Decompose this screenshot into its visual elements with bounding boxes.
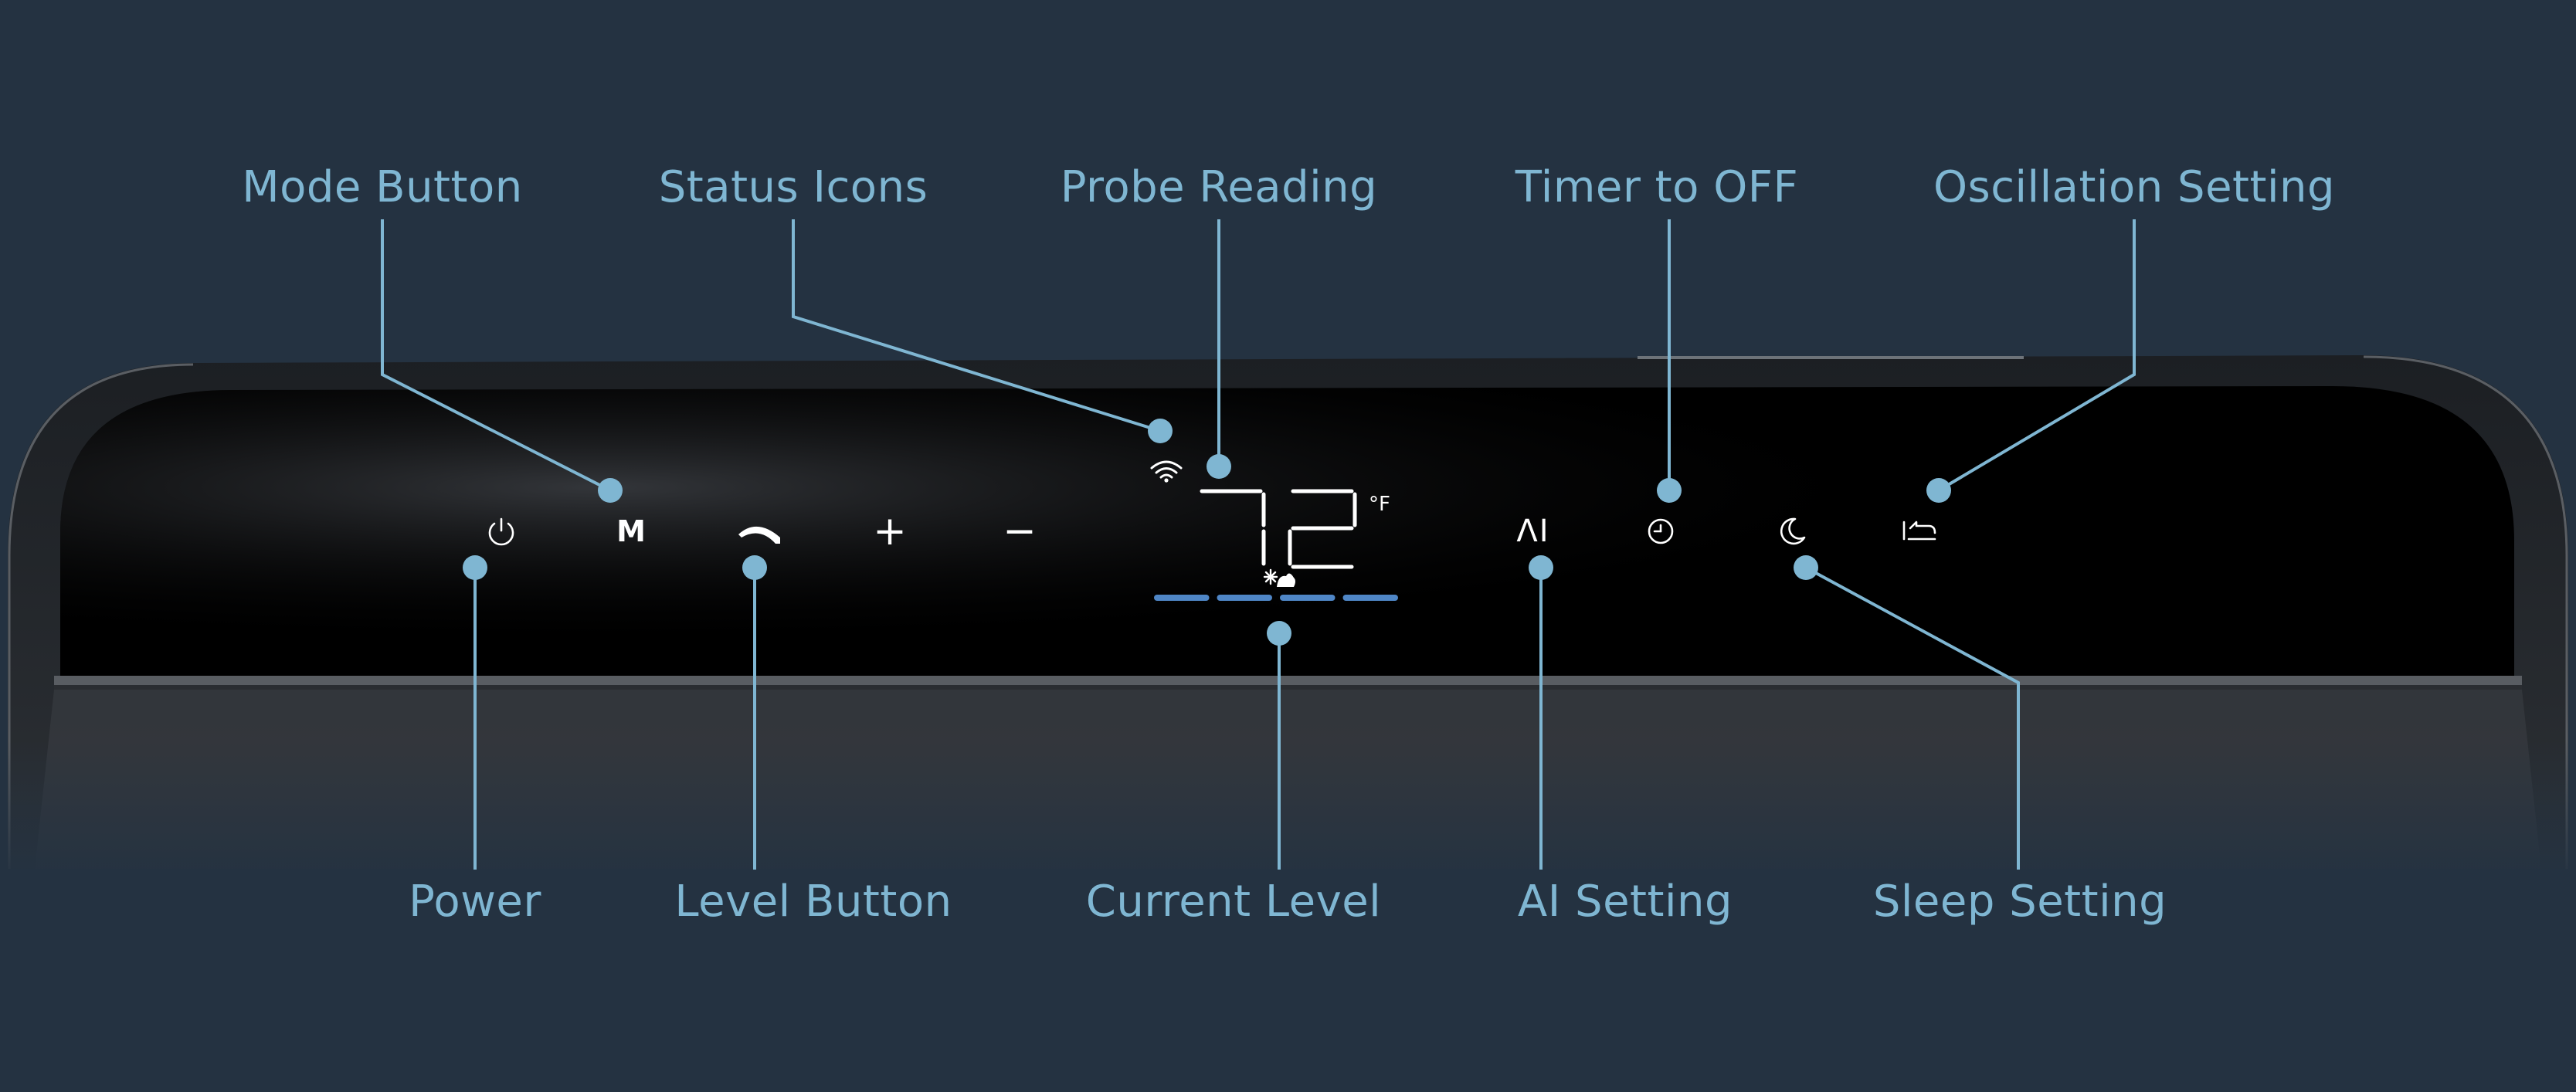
moon-icon xyxy=(1780,517,1806,545)
leader-lines xyxy=(381,219,2136,870)
power-button[interactable] xyxy=(484,514,518,548)
timer-button[interactable] xyxy=(1644,514,1678,548)
fan-heat-icon xyxy=(1263,568,1295,587)
timer-icon xyxy=(1648,518,1674,544)
level-segment xyxy=(1280,595,1336,601)
oscillation-setting-callout: Oscillation Setting xyxy=(1933,162,2336,212)
level-button-callout: Level Button xyxy=(674,877,952,927)
mode-button-callout: Mode Button xyxy=(242,162,523,212)
ai-button[interactable]: ΛI xyxy=(1516,516,1549,547)
oscillation-button[interactable] xyxy=(1899,514,1940,548)
timer-to-off-callout: Timer to OFF xyxy=(1515,162,1799,212)
sleep-button[interactable] xyxy=(1775,514,1809,548)
fan-level-icon xyxy=(738,526,780,544)
digit-two xyxy=(1288,489,1357,569)
sleep-setting-callout: Sleep Setting xyxy=(1872,877,2167,927)
level-segment xyxy=(1217,595,1272,601)
probe-reading-callout: Probe Reading xyxy=(1060,162,1378,212)
level-segment xyxy=(1154,595,1210,601)
current-level-bar xyxy=(1154,595,1398,601)
level-button[interactable] xyxy=(734,514,788,548)
fan-heat-status xyxy=(1263,567,1297,590)
ai-glyph: ΛI xyxy=(1516,514,1550,549)
anchor-dots xyxy=(463,419,1951,646)
level-segment xyxy=(1342,595,1398,601)
wifi-icon xyxy=(1150,460,1183,483)
seven-segment-digits xyxy=(1200,489,1357,569)
plus-button[interactable]: + xyxy=(873,511,907,551)
power-icon xyxy=(488,517,514,546)
plus-glyph: + xyxy=(873,508,907,554)
temperature-unit: °F xyxy=(1369,493,1390,516)
digit-seven xyxy=(1200,489,1266,566)
mode-glyph: M xyxy=(616,514,646,548)
probe-reading-display: 72 xyxy=(1194,487,1367,570)
minus-glyph: − xyxy=(1003,508,1037,554)
status-icons-callout: Status Icons xyxy=(658,162,928,212)
mode-button[interactable]: M xyxy=(616,517,646,546)
current-level-callout: Current Level xyxy=(1085,877,1382,927)
power-callout: Power xyxy=(409,877,541,927)
ai-setting-callout: AI Setting xyxy=(1517,877,1733,927)
oscillation-icon xyxy=(1902,521,1936,541)
minus-button[interactable]: − xyxy=(1003,511,1037,551)
status-icons xyxy=(1149,459,1184,483)
